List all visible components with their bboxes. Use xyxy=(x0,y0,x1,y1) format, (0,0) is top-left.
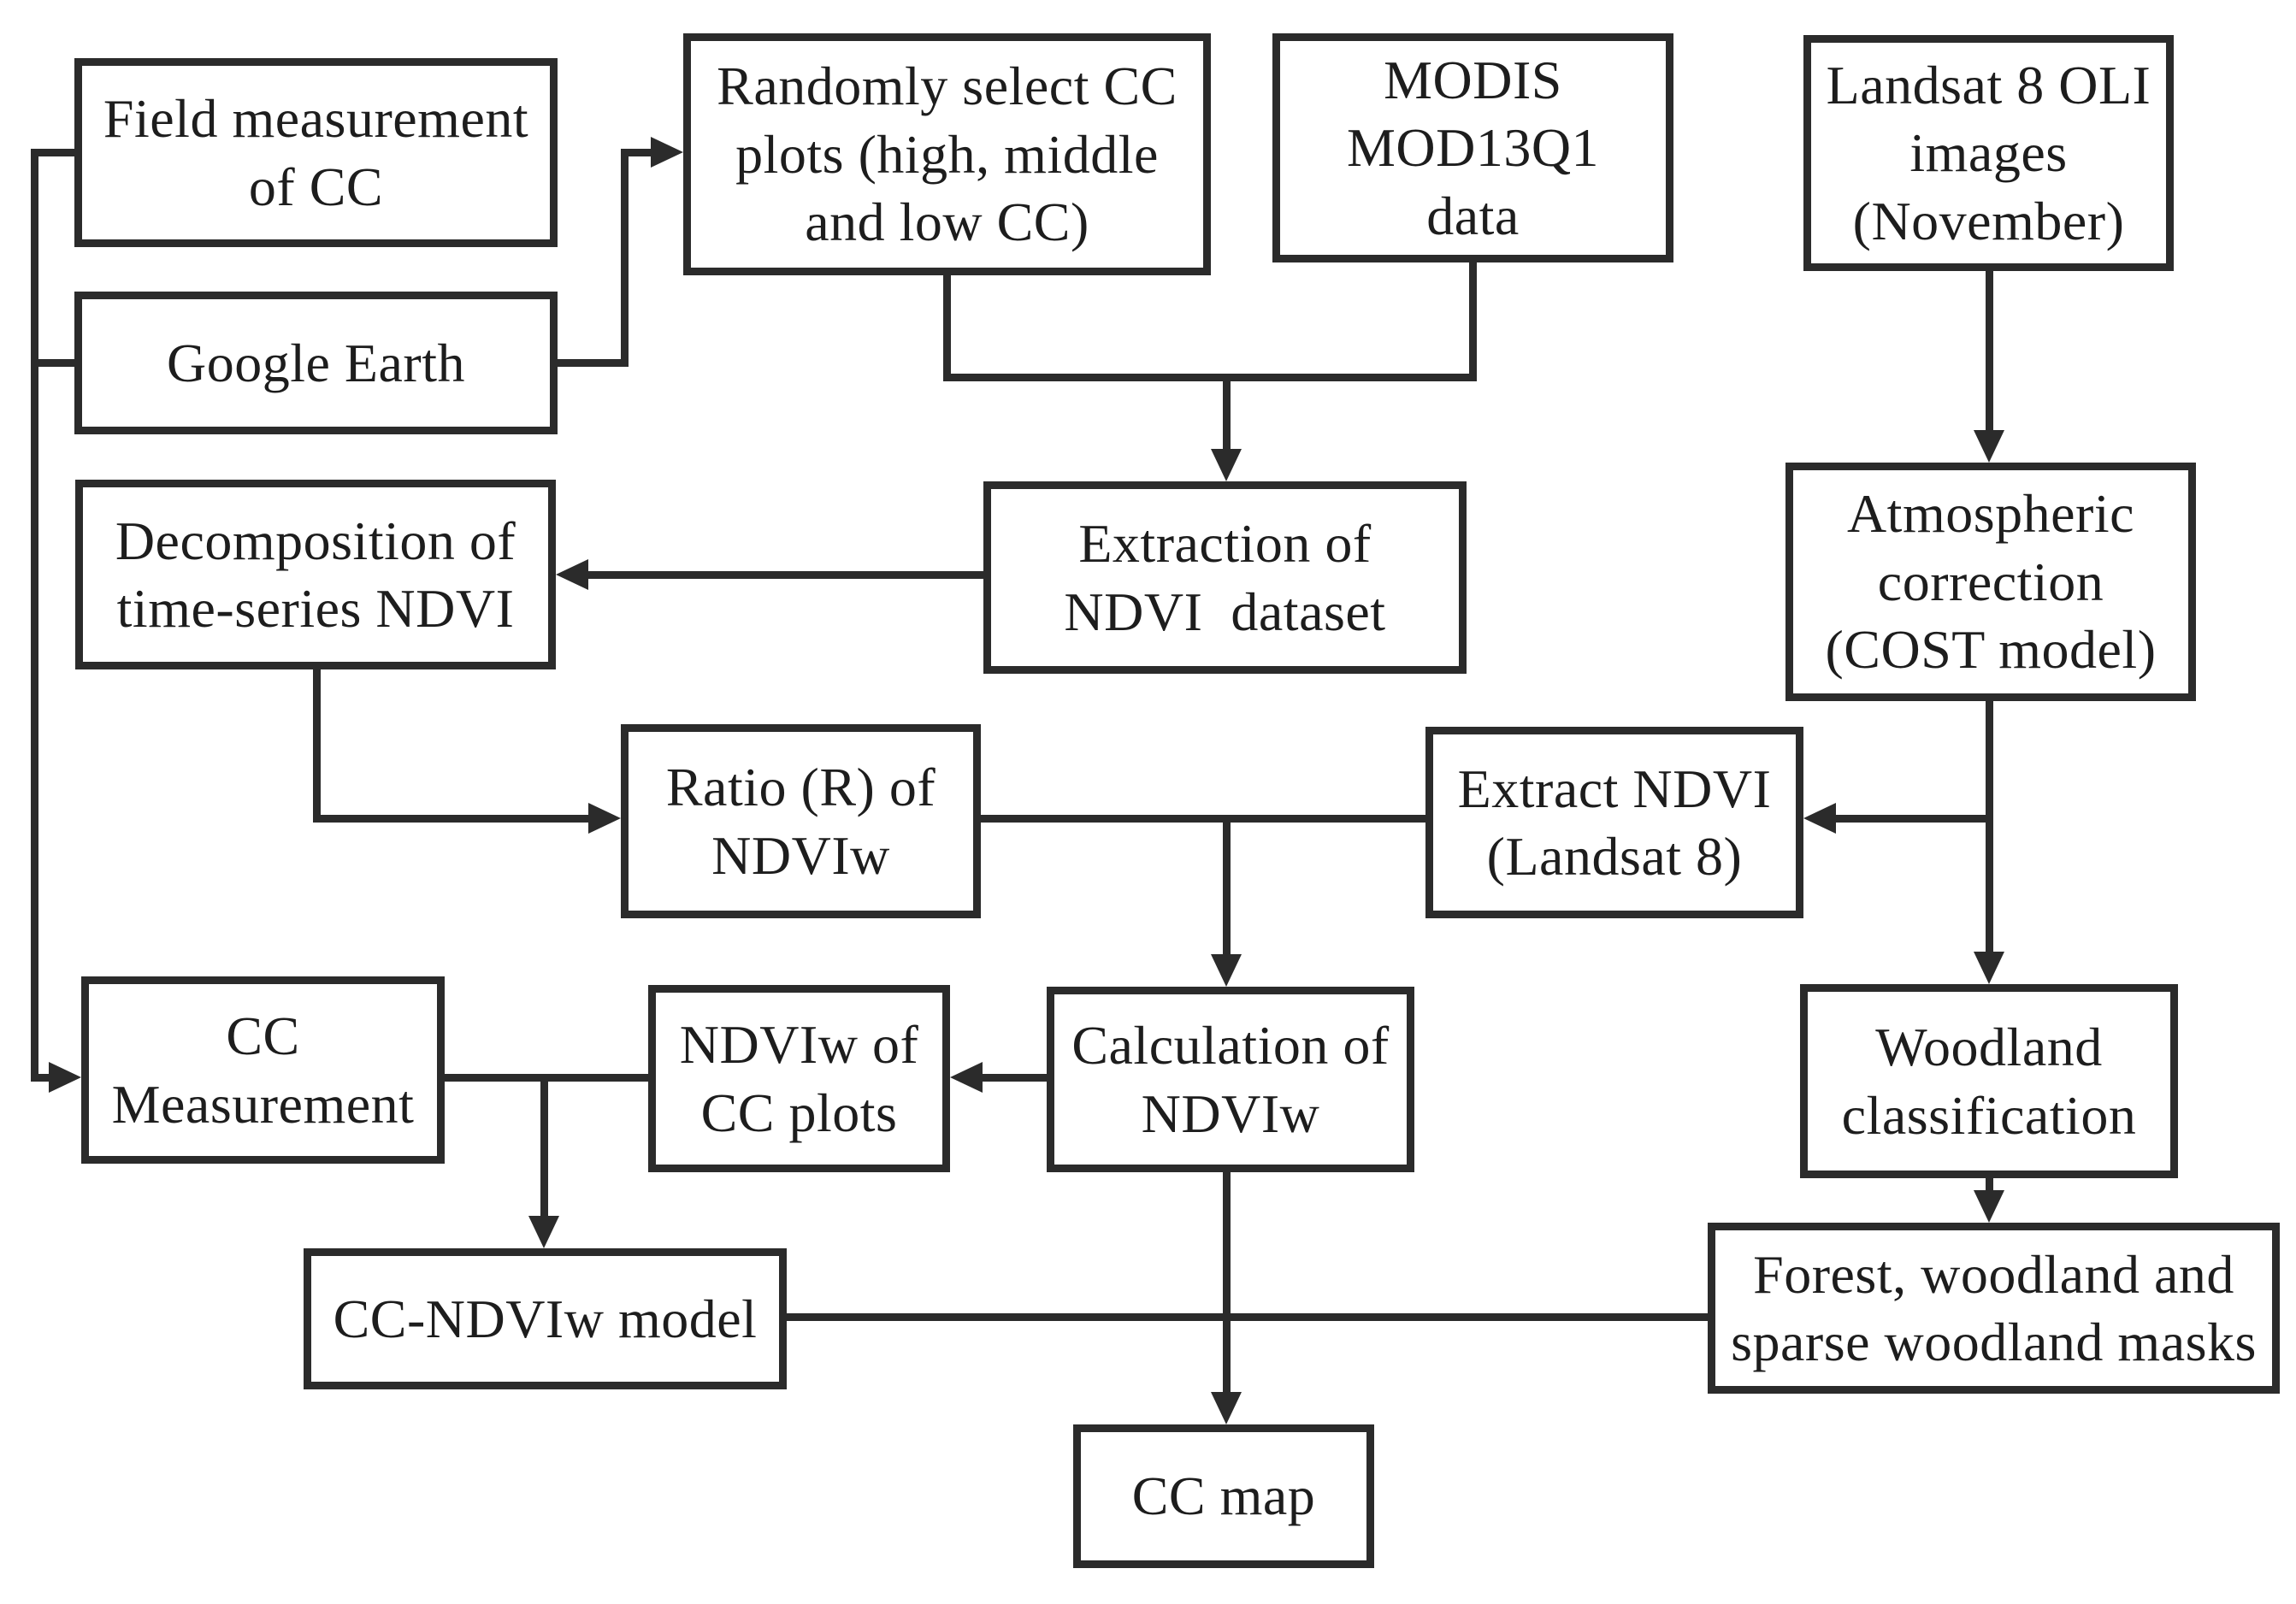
node-randomly-select-label: Randomly select CC plots (high, middle a… xyxy=(717,56,1178,253)
node-decomposition-label: Decomposition of time-series NDVI xyxy=(115,510,516,639)
node-forest-masks-label: Forest, woodland and sparse woodland mas… xyxy=(1731,1243,2257,1372)
edge-field-and-google-trunk-to-cc-measurement-segment xyxy=(31,359,74,367)
edge-landsat-to-atmospheric-segment xyxy=(1986,271,1993,433)
edge-field-and-google-trunk-to-cc-measurement-segment xyxy=(31,1074,53,1082)
node-decomposition: Decomposition of time-series NDVI xyxy=(75,480,556,669)
node-ndviw-plots: NDVIw of CC plots xyxy=(648,985,950,1172)
edge-decomposition-to-ratio-segment xyxy=(313,669,321,823)
arrowhead-icon xyxy=(950,1062,983,1093)
edge-ratio-extractndvi-connector-to-calculation-segment xyxy=(1223,815,1231,958)
node-cc-measurement-label: CC Measurement xyxy=(111,1005,415,1135)
node-extraction: Extraction of NDVI dataset xyxy=(983,481,1467,674)
arrowhead-icon xyxy=(1803,803,1836,834)
node-atmospheric: Atmospheric correction (COST model) xyxy=(1785,463,2196,701)
node-google-earth-label: Google Earth xyxy=(167,332,465,393)
node-modis-label: MODIS MOD13Q1 data xyxy=(1346,49,1600,246)
node-landsat: Landsat 8 OLI images (November) xyxy=(1803,35,2174,271)
node-ratio-label: Ratio (R) of NDVIw xyxy=(665,757,936,886)
node-forest-masks: Forest, woodland and sparse woodland mas… xyxy=(1708,1223,2280,1394)
edge-select-and-modis-merge-to-extraction-segment xyxy=(943,275,951,381)
edge-field-and-google-trunk-to-cc-measurement-segment xyxy=(31,149,38,1082)
node-field-measurement: Field measurement of CC xyxy=(74,58,558,247)
arrowhead-icon xyxy=(1974,1190,2004,1223)
node-calculation-label: Calculation of NDVIw xyxy=(1071,1015,1390,1144)
node-landsat-label: Landsat 8 OLI images (November) xyxy=(1826,54,2151,251)
arrowhead-icon xyxy=(1211,1392,1242,1424)
edge-google-earth-to-randomly-select-segment xyxy=(621,149,629,367)
node-cc-map-label: CC map xyxy=(1131,1465,1316,1527)
node-woodland-label: Woodland classification xyxy=(1841,1017,2137,1146)
edge-decomposition-to-ratio-segment xyxy=(313,815,592,823)
edge-extraction-to-decomposition-segment xyxy=(585,571,983,579)
node-extraction-label: Extraction of NDVI dataset xyxy=(1064,513,1386,642)
edge-atmospheric-to-woodland-segment xyxy=(1986,701,1993,955)
node-randomly-select: Randomly select CC plots (high, middle a… xyxy=(683,33,1211,275)
node-extract-ndvi-label: Extract NDVI (Landsat 8) xyxy=(1457,758,1772,887)
edge-google-earth-to-randomly-select-segment xyxy=(621,149,655,156)
arrowhead-icon xyxy=(1211,449,1242,481)
node-ndviw-plots-label: NDVIw of CC plots xyxy=(679,1014,919,1143)
edge-google-earth-to-randomly-select-segment xyxy=(558,359,629,367)
edge-calculation-to-ndviw-plots-segment xyxy=(979,1074,1050,1082)
node-cc-ndviw-model: CC-NDVIw model xyxy=(304,1248,787,1389)
node-atmospheric-label: Atmospheric correction (COST model) xyxy=(1825,483,2157,681)
arrowhead-icon xyxy=(528,1216,559,1248)
arrowhead-icon xyxy=(1211,954,1242,987)
edge-cc-measurement-to-ndviw-plots-and-model-segment xyxy=(540,1074,548,1219)
node-extract-ndvi: Extract NDVI (Landsat 8) xyxy=(1425,727,1803,918)
edge-select-and-modis-merge-to-extraction-segment xyxy=(1469,262,1477,381)
arrowhead-icon xyxy=(49,1062,81,1093)
arrowhead-icon xyxy=(1974,430,2004,463)
edge-atmospheric-branch-to-extract-ndvi-segment xyxy=(1833,815,1993,823)
edge-calculation-to-cc-map-segment xyxy=(1223,1172,1231,1395)
edge-ratio-extractndvi-connector-to-calculation-segment xyxy=(981,815,1425,823)
edge-model-to-masks-connector-segment xyxy=(787,1313,1708,1321)
node-calculation: Calculation of NDVIw xyxy=(1047,987,1414,1172)
node-cc-map: CC map xyxy=(1073,1424,1374,1568)
node-google-earth: Google Earth xyxy=(74,292,558,434)
node-cc-measurement: CC Measurement xyxy=(81,976,445,1164)
node-field-measurement-label: Field measurement of CC xyxy=(103,88,529,217)
edge-select-and-modis-merge-to-extraction-segment xyxy=(943,374,1477,381)
node-modis: MODIS MOD13Q1 data xyxy=(1272,33,1673,262)
edge-woodland-to-masks-segment xyxy=(1986,1178,1993,1194)
arrowhead-icon xyxy=(1974,952,2004,984)
node-woodland: Woodland classification xyxy=(1800,984,2178,1178)
edge-field-and-google-trunk-to-cc-measurement-segment xyxy=(31,149,74,156)
arrowhead-icon xyxy=(651,137,683,168)
arrowhead-icon xyxy=(588,803,621,834)
node-ratio: Ratio (R) of NDVIw xyxy=(621,724,981,918)
node-cc-ndviw-model-label: CC-NDVIw model xyxy=(333,1288,758,1349)
edge-select-and-modis-merge-to-extraction-segment xyxy=(1223,374,1231,452)
arrowhead-icon xyxy=(556,559,588,590)
